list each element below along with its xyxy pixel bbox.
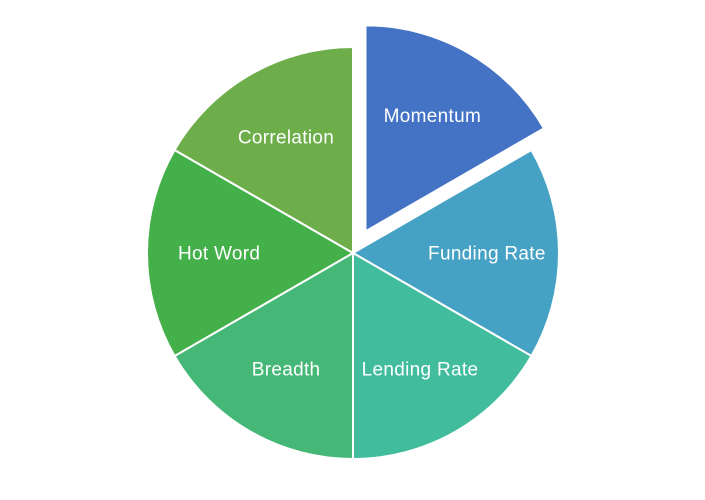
pie-slice-label-lending-rate: Lending Rate	[362, 360, 479, 381]
pie-slice-momentum[interactable]	[364, 24, 545, 233]
pie-slice-label-momentum: Momentum	[384, 106, 481, 127]
pie-slice-lending-rate[interactable]	[352, 252, 533, 460]
pie-slice-correlation[interactable]	[173, 46, 354, 254]
pie-slice-hot-word[interactable]	[146, 149, 354, 357]
pie-slice-label-hot-word: Hot Word	[178, 244, 260, 265]
pie-slice-breadth[interactable]	[173, 252, 354, 460]
pie-slice-funding-rate[interactable]	[352, 149, 560, 357]
pie-slice-label-breadth: Breadth	[252, 360, 321, 381]
pie-slice-label-correlation: Correlation	[238, 128, 334, 149]
pie-slice-label-funding-rate: Funding Rate	[428, 244, 546, 265]
